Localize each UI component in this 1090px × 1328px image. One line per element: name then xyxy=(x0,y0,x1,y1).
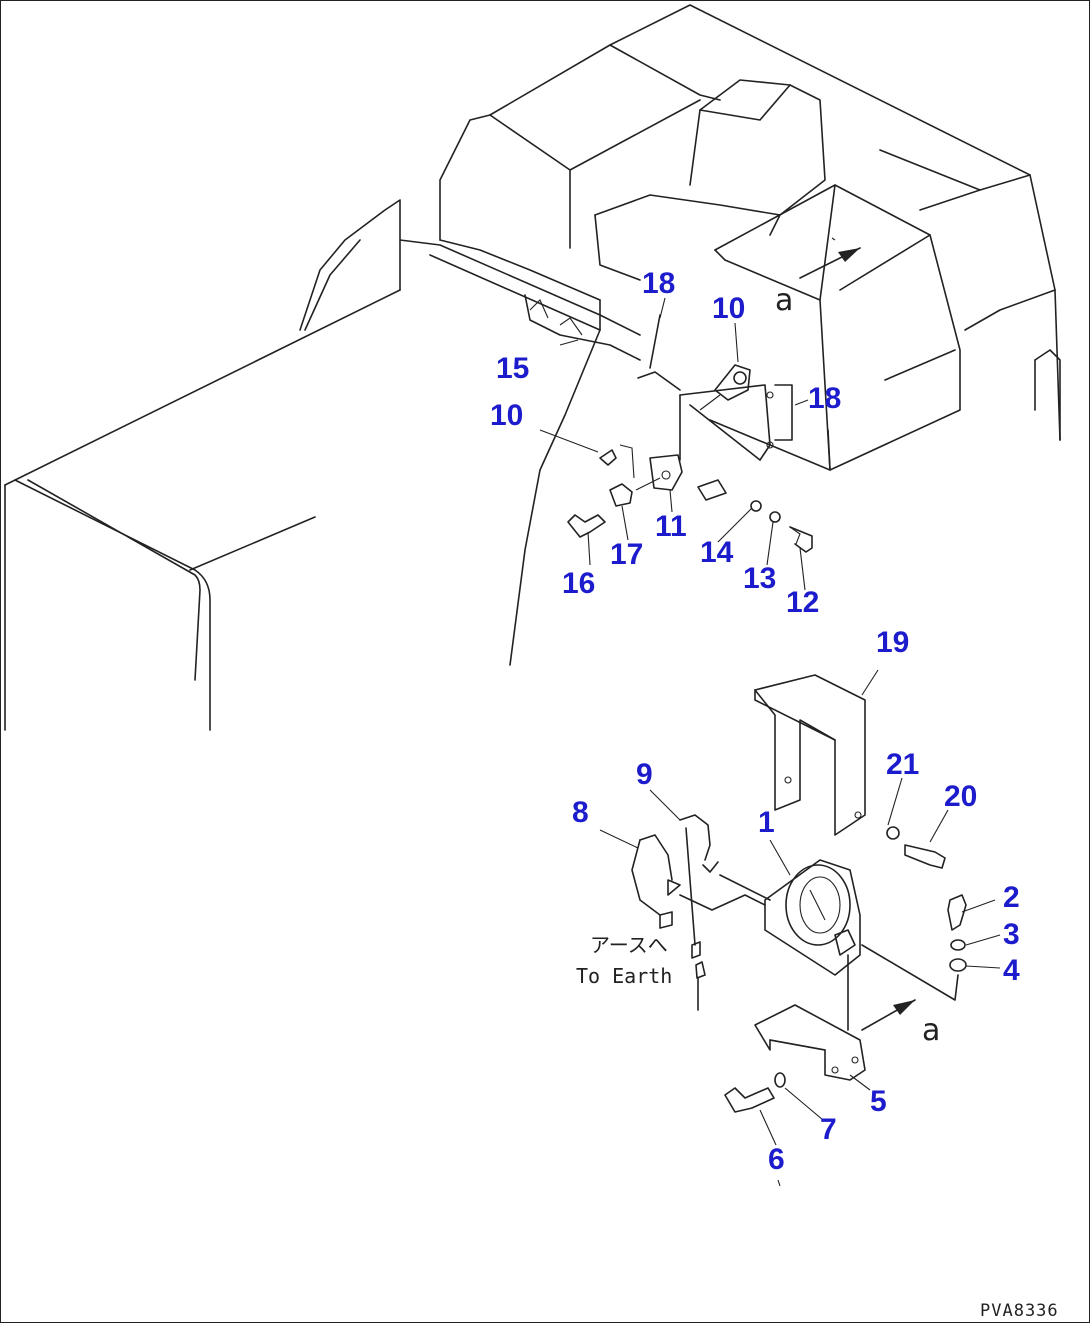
callout-19: 19 xyxy=(876,626,909,659)
callout-18-upper: 18 xyxy=(642,267,675,300)
callout-21: 21 xyxy=(886,748,919,781)
callout-6: 6 xyxy=(768,1143,785,1176)
callout-5: 5 xyxy=(870,1085,887,1118)
upper-mount-assembly xyxy=(524,294,813,553)
callout-3: 3 xyxy=(1003,918,1020,951)
callout-7: 7 xyxy=(820,1113,837,1146)
callout-2: 2 xyxy=(1003,881,1020,914)
view-mark-a-top: a xyxy=(775,283,793,318)
callout-11: 11 xyxy=(655,510,687,543)
callout-15: 15 xyxy=(496,352,529,385)
callout-16: 16 xyxy=(562,567,595,600)
earth-note-jp: アースへ xyxy=(590,933,668,957)
callout-18-right: 18 xyxy=(808,382,841,415)
machine-body-outline xyxy=(4,4,1061,731)
callout-12: 12 xyxy=(786,586,819,619)
callout-10-upper: 10 xyxy=(712,292,745,325)
callout-10-left: 10 xyxy=(490,399,523,432)
callout-4: 4 xyxy=(1003,954,1020,987)
callout-14: 14 xyxy=(700,536,734,569)
callout-1: 1 xyxy=(758,806,775,839)
callout-labels: 18 10 15 10 18 11 17 14 16 13 12 19 21 2… xyxy=(490,267,1020,1176)
leader-lines xyxy=(539,297,1001,1146)
callout-13: 13 xyxy=(743,562,776,595)
callout-8: 8 xyxy=(572,796,589,829)
callout-9: 9 xyxy=(636,758,653,791)
view-mark-a-bottom: a xyxy=(922,1013,940,1048)
callout-17: 17 xyxy=(610,538,643,571)
lower-assembly xyxy=(631,674,967,1187)
callout-20: 20 xyxy=(944,780,977,813)
earth-note-en: To Earth xyxy=(576,964,672,988)
drawing-reference: PVA8336 xyxy=(980,1301,1059,1321)
